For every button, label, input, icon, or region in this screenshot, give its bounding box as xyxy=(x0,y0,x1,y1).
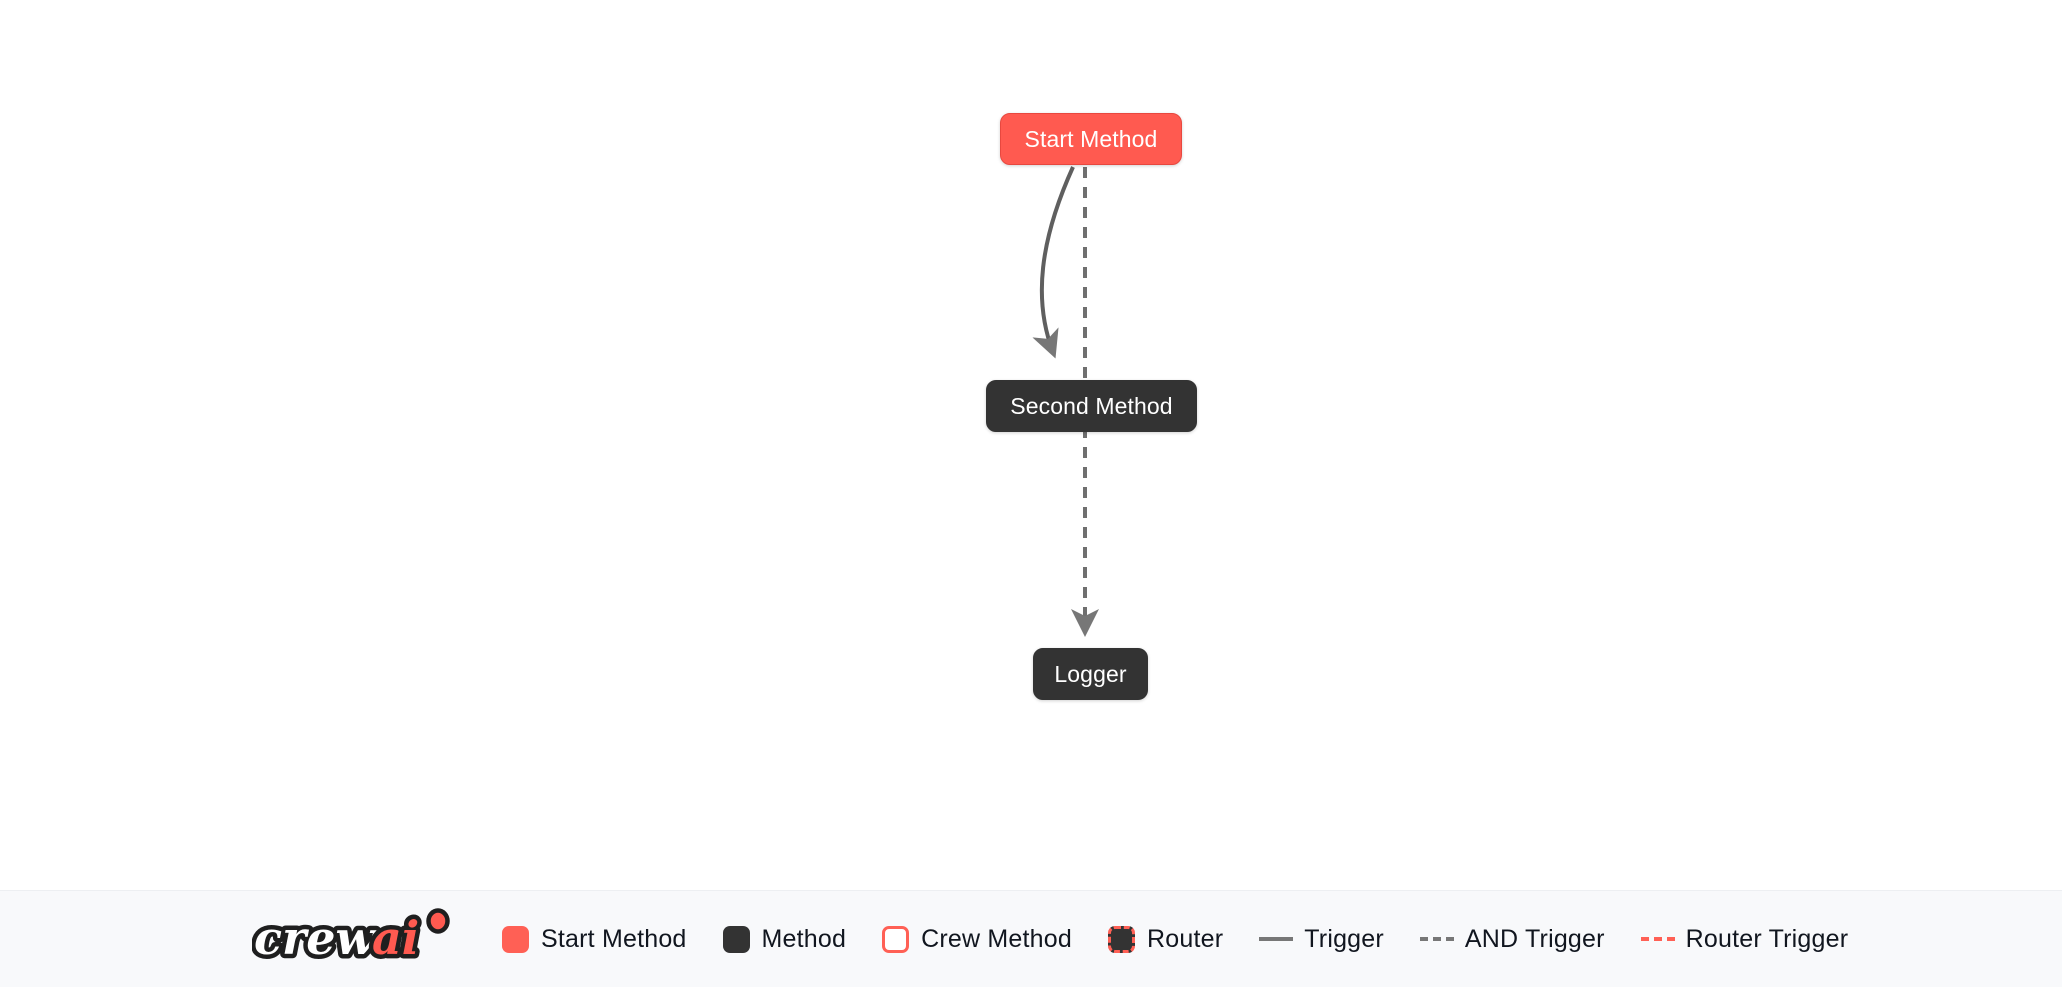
svg-text:crew: crew xyxy=(254,911,377,965)
legend-item-method: Method xyxy=(722,924,847,954)
legend-bar: crew crew ai ai Start Method Method Crew… xyxy=(0,890,2062,987)
flow-node-label: Second Method xyxy=(1010,392,1173,419)
svg-text:ai: ai xyxy=(372,911,419,965)
flow-node-label: Logger xyxy=(1054,660,1127,687)
trigger-line-icon xyxy=(1259,937,1294,941)
flow-node-second-method[interactable]: Second Method xyxy=(986,380,1197,432)
method-swatch-icon xyxy=(722,925,750,953)
router-swatch-icon xyxy=(1108,925,1135,953)
start-method-swatch-icon xyxy=(502,925,529,953)
legend-item-crew-method: Crew Method xyxy=(882,925,1072,954)
legend-label: Method xyxy=(761,924,847,953)
flow-node-start-method[interactable]: Start Method xyxy=(1000,113,1182,165)
legend-item-trigger: Trigger xyxy=(1259,925,1384,954)
legend-item-router-trigger: Router Trigger xyxy=(1640,924,1849,954)
flow-canvas[interactable]: Start Method Second Method Logger xyxy=(0,0,2062,890)
flow-node-logger[interactable]: Logger xyxy=(1033,648,1148,700)
edge-start-to-second xyxy=(1032,166,1075,359)
legend-item-start-method: Start Method xyxy=(502,925,687,954)
legend-label: Router xyxy=(1147,924,1224,953)
legend-item-and-trigger: AND Trigger xyxy=(1419,924,1605,954)
crewai-logo: crew crew ai ai xyxy=(252,908,450,970)
legend-label: AND Trigger xyxy=(1464,924,1605,953)
legend-label: Router Trigger xyxy=(1685,924,1849,953)
flow-node-label: Start Method xyxy=(1024,125,1158,152)
legend-label: Crew Method xyxy=(921,924,1072,953)
router-trigger-line-icon xyxy=(1640,937,1675,941)
and-trigger-line-icon xyxy=(1419,937,1454,941)
legend-item-router: Router xyxy=(1108,925,1223,954)
legend-label: Start Method xyxy=(541,924,687,953)
svg-text:crew: crew xyxy=(254,911,377,965)
legend-label: Trigger xyxy=(1304,924,1384,953)
svg-text:ai: ai xyxy=(372,911,419,965)
crew-method-swatch-icon xyxy=(882,925,910,953)
